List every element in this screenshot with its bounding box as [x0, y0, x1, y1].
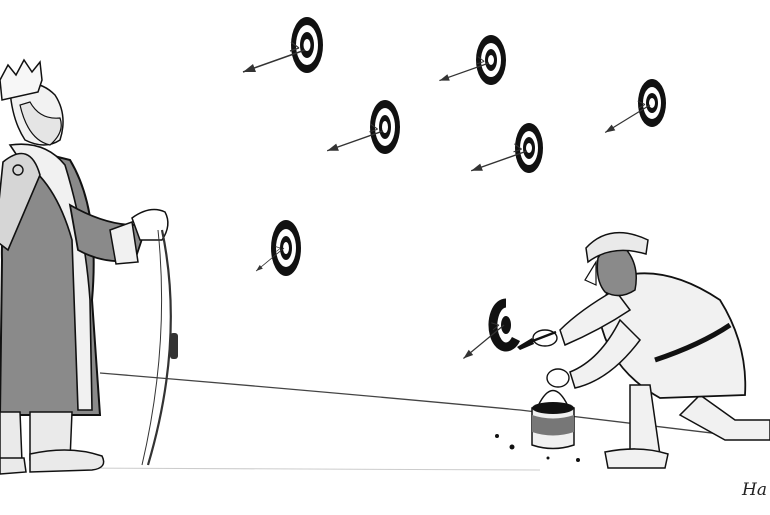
archer-figure: [532, 231, 770, 469]
target-3: [599, 79, 666, 134]
quiver: [0, 152, 41, 252]
crown-icon: [0, 58, 43, 101]
cap-icon: [585, 231, 649, 264]
king-figure: [0, 58, 169, 475]
paint-can: [531, 389, 575, 450]
target-being-painted: [454, 298, 521, 360]
floor-line: [99, 372, 770, 441]
target-5: [470, 123, 543, 173]
longbow: [141, 229, 178, 466]
target-2: [438, 35, 506, 85]
paint-brush: [517, 330, 557, 350]
target-1: [242, 17, 323, 73]
target-4: [326, 100, 400, 154]
target-6: [250, 220, 301, 276]
artist-signature: Ha: [742, 480, 767, 500]
